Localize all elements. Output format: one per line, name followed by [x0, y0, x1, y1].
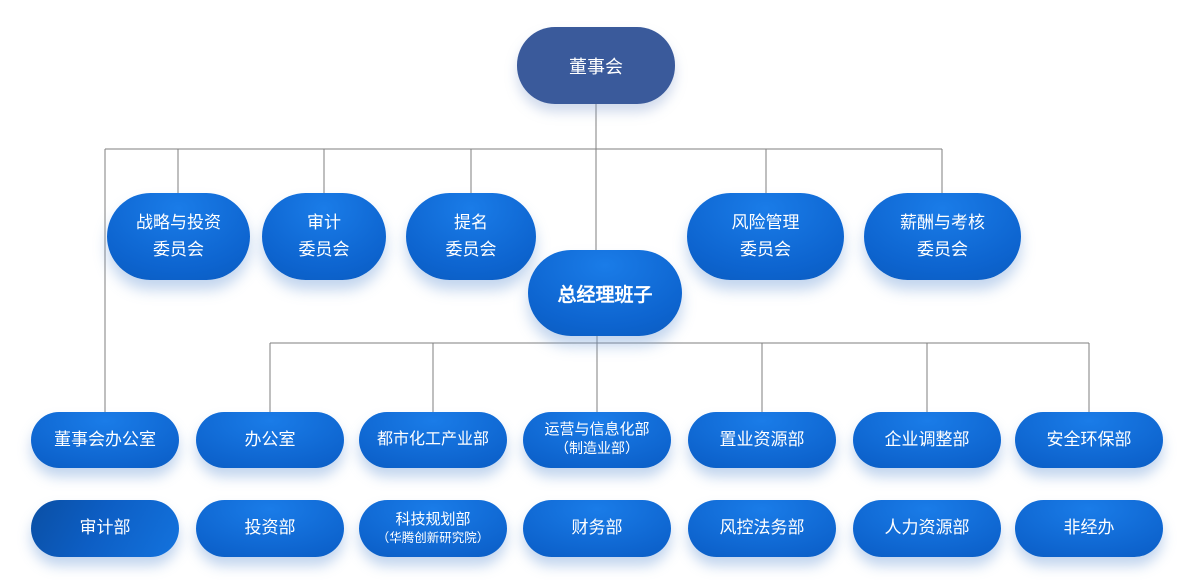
node-finance-dept: 财务部 [523, 500, 671, 557]
node-label-line1: 提名 [454, 213, 488, 233]
node-label: 财务部 [571, 518, 623, 538]
node-label-line1: 战略与投资 [136, 213, 221, 233]
node-safety-environment-dept: 安全环保部 [1015, 412, 1163, 468]
node-label-line2: 委员会 [298, 239, 350, 259]
node-label: 人力资源部 [884, 518, 970, 538]
node-human-resources-dept: 人力资源部 [853, 500, 1001, 557]
node-strategy-investment-committee: 战略与投资 委员会 [107, 193, 250, 280]
node-compensation-assessment-committee: 薪酬与考核 委员会 [864, 193, 1021, 280]
node-sublabel: （制造业部） [555, 441, 639, 457]
node-general-office: 办公室 [196, 412, 344, 468]
node-label-line2: 委员会 [740, 239, 791, 259]
node-label: 安全环保部 [1046, 429, 1132, 449]
node-label: 董事会办公室 [54, 429, 156, 449]
node-risk-control-legal-dept: 风控法务部 [688, 500, 836, 557]
node-label: 董事会 [569, 56, 623, 77]
node-audit-dept: 审计部 [31, 500, 179, 557]
node-label: 运营与信息化部 [544, 422, 650, 439]
node-operations-informatization-dept: 运营与信息化部 （制造业部） [523, 412, 671, 468]
node-label: 风控法务部 [719, 518, 805, 538]
node-non-operating-office: 非经办 [1015, 500, 1163, 557]
node-enterprise-adjustment-dept: 企业调整部 [853, 412, 1001, 468]
node-label: 投资部 [244, 518, 296, 538]
node-label: 科技规划部 [395, 511, 471, 528]
node-label-line2: 委员会 [153, 239, 204, 259]
node-label-line1: 审计 [307, 213, 341, 233]
node-label: 办公室 [244, 429, 296, 449]
node-sublabel: （华腾创新研究院） [376, 531, 490, 546]
node-audit-committee: 审计 委员会 [262, 193, 386, 280]
node-property-resources-dept: 置业资源部 [688, 412, 836, 468]
node-risk-management-committee: 风险管理 委员会 [687, 193, 844, 280]
node-label-line2: 委员会 [445, 239, 497, 259]
node-label: 非经办 [1063, 518, 1115, 538]
node-board-of-directors: 董事会 [517, 27, 675, 104]
node-label: 总经理班子 [557, 284, 653, 306]
node-label: 都市化工产业部 [376, 430, 489, 448]
node-board-office: 董事会办公室 [31, 412, 179, 468]
node-technology-planning-dept: 科技规划部 （华腾创新研究院） [359, 500, 507, 557]
node-label-line2: 委员会 [917, 239, 968, 259]
node-label-line1: 风险管理 [731, 213, 800, 233]
node-label: 审计部 [79, 518, 131, 538]
node-general-manager-team: 总经理班子 [528, 250, 682, 336]
node-urban-chemical-industry-dept: 都市化工产业部 [359, 412, 507, 468]
node-label: 企业调整部 [884, 429, 970, 449]
node-label: 置业资源部 [719, 429, 805, 449]
node-nomination-committee: 提名 委员会 [406, 193, 536, 280]
node-label-line1: 薪酬与考核 [900, 213, 985, 233]
node-investment-dept: 投资部 [196, 500, 344, 557]
